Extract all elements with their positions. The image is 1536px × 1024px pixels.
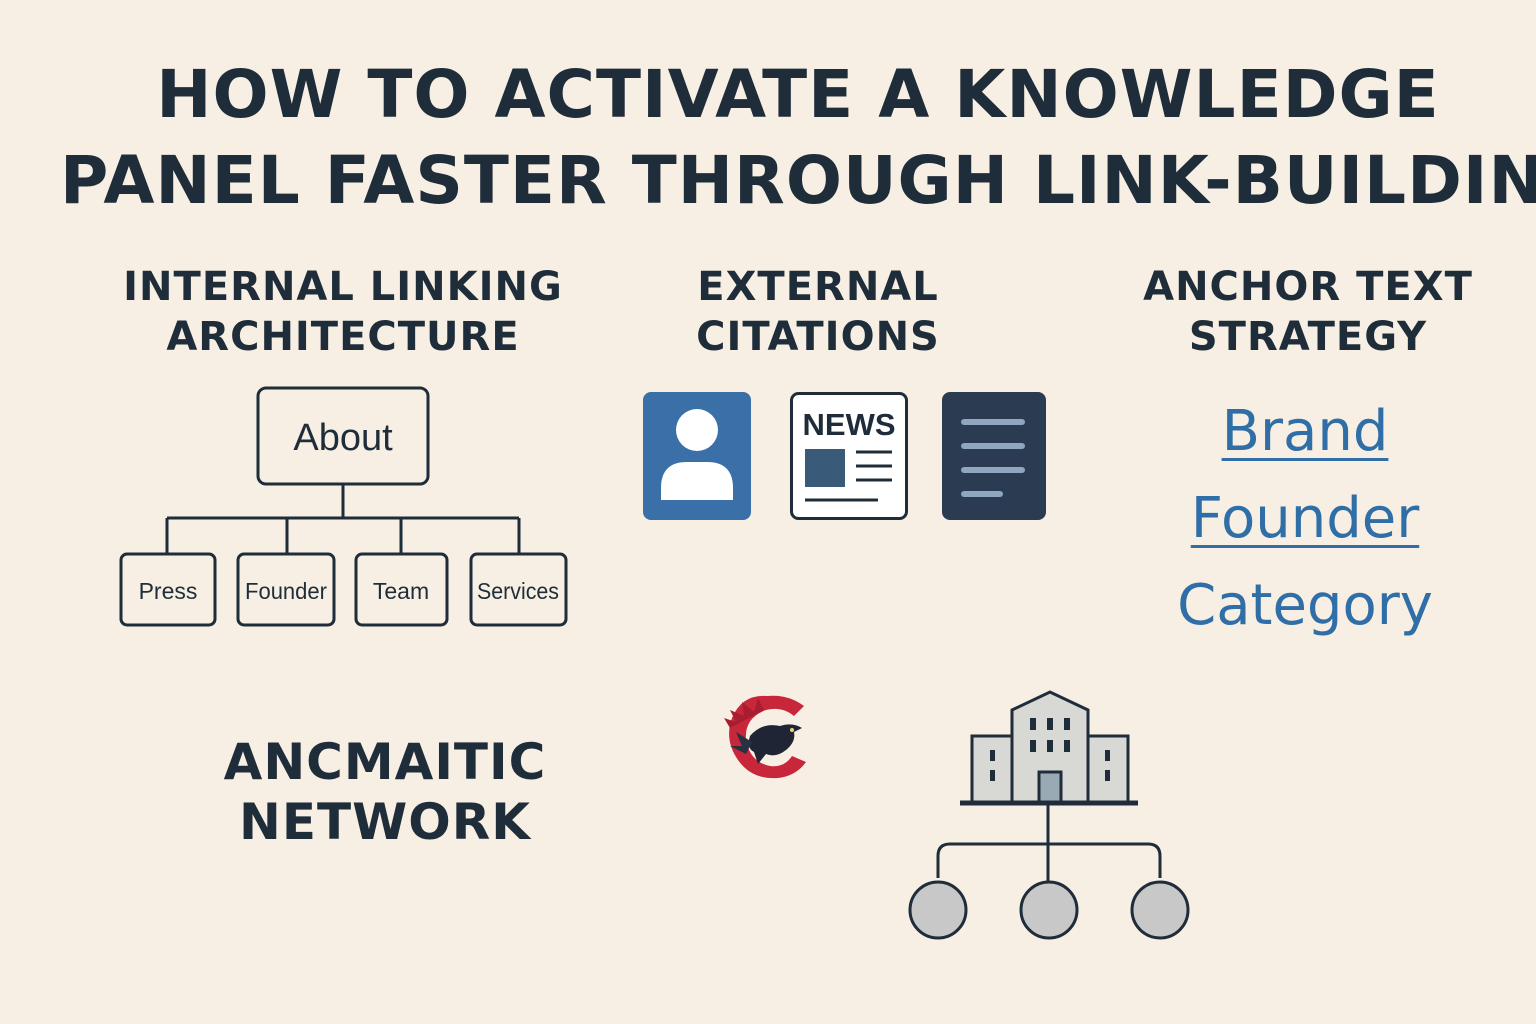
tree-child-box-press xyxy=(119,552,217,627)
tree-child-box-team xyxy=(354,552,449,627)
newspaper-icon: NEWS xyxy=(790,392,908,520)
external-heading-line-1: EXTERNAL xyxy=(697,264,939,310)
phoenix-bird-logo xyxy=(724,695,806,779)
network-node-right xyxy=(1130,880,1190,940)
network-node-left xyxy=(908,880,968,940)
network-node-middle xyxy=(1019,880,1079,940)
title-line-1: HOW TO ACTIVATE A KNOWLEDGE xyxy=(156,56,1440,133)
internal-heading-line-2: ARCHITECTURE xyxy=(166,314,520,360)
organization-building-icon xyxy=(908,690,1190,940)
title-line-2: PANEL FASTER THROUGH LINK-BUILDING xyxy=(60,142,1536,219)
internal-linking-heading: INTERNAL LINKING ARCHITECTURE xyxy=(100,262,586,362)
network-heading-line-1: ANCMAITIC xyxy=(223,733,547,791)
profile-card-icon xyxy=(643,392,751,520)
external-citations-heading: EXTERNAL CITATIONS xyxy=(640,262,996,362)
tree-child-box-services xyxy=(469,552,568,627)
news-label: NEWS xyxy=(803,407,896,442)
page-title: HOW TO ACTIVATE A KNOWLEDGE PANEL FASTER… xyxy=(60,52,1536,224)
anchor-text-list: Brand Founder Category xyxy=(1150,388,1460,649)
anchor-link-category[interactable]: Category xyxy=(1177,573,1433,638)
anchor-heading-line-2: STRATEGY xyxy=(1188,314,1428,360)
tree-child-label-team: Team xyxy=(373,578,429,604)
tree-child-label-press: Press xyxy=(139,578,198,604)
internal-link-tree: About Press Founder Team Services xyxy=(119,386,568,627)
anchor-heading-line-1: ANCHOR TEXT xyxy=(1143,264,1473,310)
tree-child-label-founder: Founder xyxy=(245,578,327,604)
network-heading-line-2: NETWORK xyxy=(238,793,531,851)
tree-child-box-founder xyxy=(236,552,336,627)
external-heading-line-2: CITATIONS xyxy=(696,314,940,360)
anchor-text-heading: ANCHOR TEXT STRATEGY xyxy=(1118,262,1498,362)
anchor-link-brand[interactable]: Brand xyxy=(1221,399,1389,464)
network-heading: ANCMAITIC NETWORK xyxy=(190,732,580,852)
tree-root-label: About xyxy=(293,417,393,459)
internal-heading-line-1: INTERNAL LINKING xyxy=(123,264,563,310)
anchor-link-founder[interactable]: Founder xyxy=(1190,486,1420,551)
document-icon xyxy=(942,392,1046,520)
tree-child-label-services: Services xyxy=(477,578,559,604)
